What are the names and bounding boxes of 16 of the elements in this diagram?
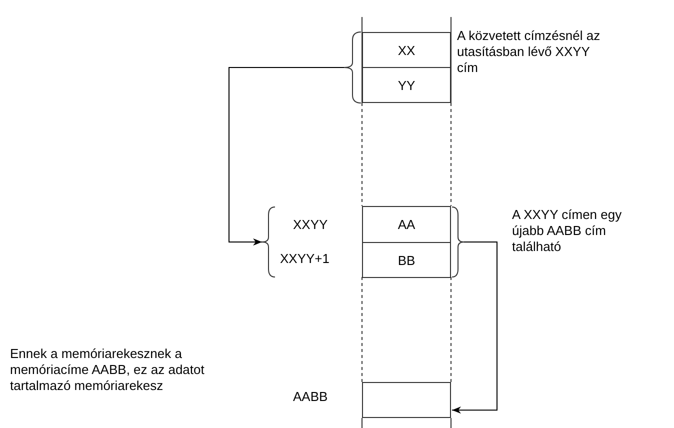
- address-label: XXYY: [293, 217, 329, 233]
- memory-cell: BB: [362, 242, 451, 278]
- address-label: AABB: [293, 389, 329, 405]
- note-text: A XXYY címen egy újabb AABB cím található: [512, 207, 623, 255]
- memory-cell: [362, 382, 451, 418]
- memory-cell: YY: [362, 67, 451, 103]
- curly-brace: [452, 206, 464, 278]
- curly-brace: [344, 32, 362, 104]
- note-text: Ennek a memóriarekesznek a memóriacíme AABB, ez az adatot tartalmazó memóriarekesz: [10, 346, 206, 394]
- curly-brace: [262, 206, 276, 278]
- memory-cell: XX: [362, 32, 451, 68]
- address-label: XXYY+1: [280, 251, 331, 267]
- arrow: [452, 242, 498, 414]
- memory-cell: AA: [362, 206, 451, 243]
- arrow: [228, 67, 344, 246]
- note-text: A közvetett címzésnél az utasításban lévő XXYY cím: [457, 28, 602, 76]
